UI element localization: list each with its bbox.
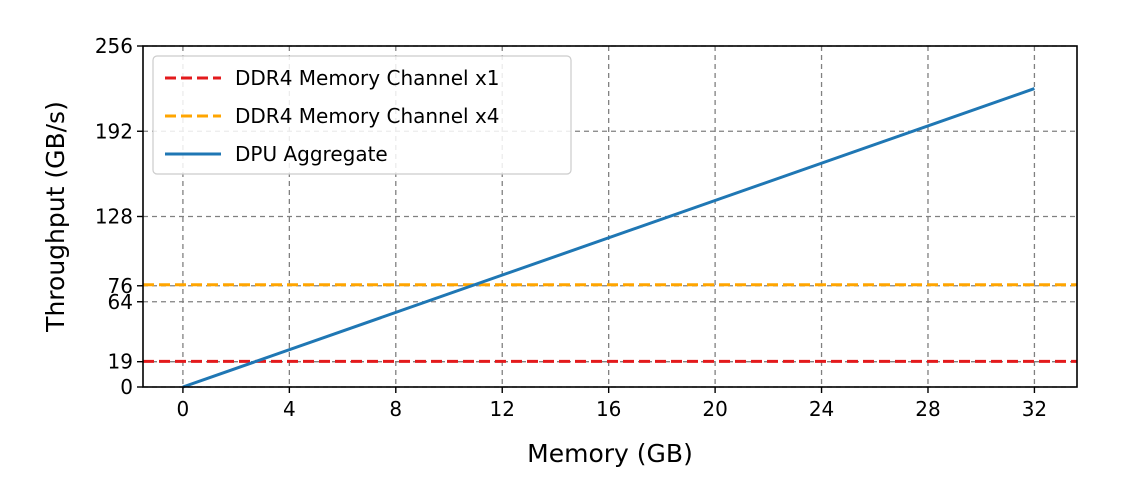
legend-label-3: DPU Aggregate bbox=[235, 142, 388, 166]
x-tick-label: 4 bbox=[283, 397, 296, 421]
x-tick-label: 20 bbox=[702, 397, 727, 421]
series-lines bbox=[143, 87, 1077, 389]
legend-box bbox=[152, 55, 572, 175]
series-line-3 bbox=[182, 87, 1035, 389]
y-tick-label: 0 bbox=[120, 375, 133, 399]
y-tick-label: 256 bbox=[95, 34, 133, 58]
x-tick-label: 0 bbox=[177, 397, 190, 421]
x-tick-label: 32 bbox=[1022, 397, 1047, 421]
y-tick-label: 64 bbox=[108, 290, 133, 314]
y-tick-label: 19 bbox=[108, 350, 133, 374]
legend-label-2: DDR4 Memory Channel x4 bbox=[235, 104, 500, 128]
x-tick-label: 12 bbox=[490, 397, 515, 421]
legend-label-1: DDR4 Memory Channel x1 bbox=[235, 66, 500, 90]
y-tick-label: 128 bbox=[95, 205, 133, 229]
y-axis-label: Throughput (GB/s) bbox=[41, 101, 70, 333]
x-tick-label: 8 bbox=[389, 397, 402, 421]
y-tick-label: 76 bbox=[108, 274, 133, 298]
legend: DDR4 Memory Channel x1 DDR4 Memory Channe… bbox=[152, 55, 572, 175]
x-tick-label: 28 bbox=[915, 397, 940, 421]
x-axis-label: Memory (GB) bbox=[527, 439, 693, 468]
x-tick-label: 24 bbox=[809, 397, 834, 421]
x-tick-label: 16 bbox=[596, 397, 621, 421]
y-tick-label: 192 bbox=[95, 119, 133, 143]
